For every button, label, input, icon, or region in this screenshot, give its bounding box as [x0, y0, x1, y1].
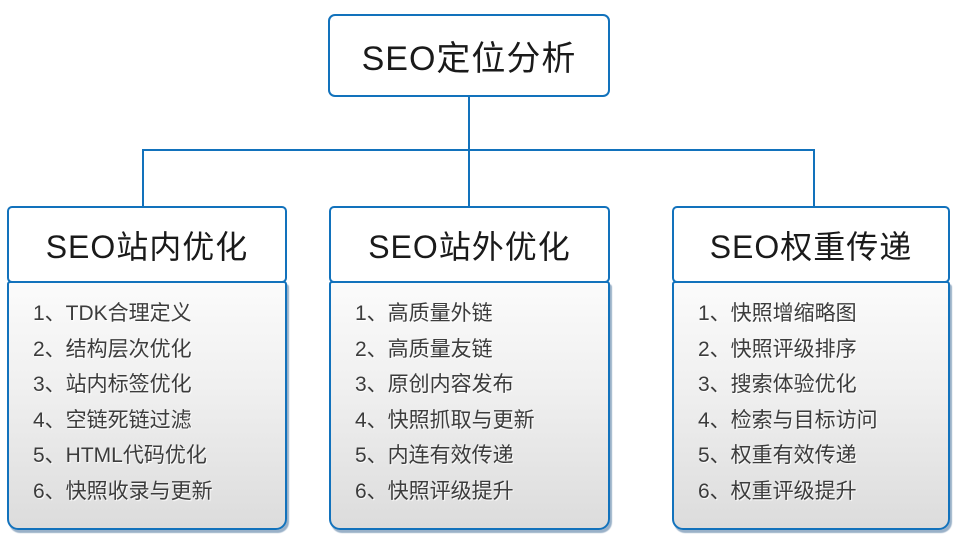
list-item: 5、内连有效传递	[355, 444, 514, 467]
list-item: 3、原创内容发布	[355, 373, 514, 396]
connector-horizontal	[142, 149, 815, 151]
branch-onsite-optimization: SEO站内优化 1、TDK合理定义 2、结构层次优化 3、站内标签优化 4、空链…	[7, 206, 287, 530]
branch-title: SEO站内优化	[45, 228, 249, 265]
branch-header-offsite: SEO站外优化	[329, 206, 610, 283]
branch-list-onsite: 1、TDK合理定义 2、结构层次优化 3、站内标签优化 4、空链死链过滤 5、H…	[7, 281, 287, 530]
connector-drop-center	[468, 149, 470, 207]
list-item: 4、空链死链过滤	[33, 408, 192, 432]
list-item: 6、权重评级提升	[698, 479, 857, 503]
list-item: 1、快照增缩略图	[698, 302, 857, 325]
list-item: 3、站内标签优化	[33, 373, 192, 396]
branch-weight-transfer: SEO权重传递 1、快照增缩略图 2、快照评级排序 3、搜索体验优化 4、检索与…	[672, 206, 950, 530]
connector-root-vertical	[468, 97, 470, 150]
list-item: 3、搜索体验优化	[698, 373, 857, 396]
list-item: 5、权重有效传递	[698, 444, 857, 467]
list-item: 2、高质量友链	[355, 337, 493, 361]
connector-drop-left	[142, 149, 144, 207]
list-item: 2、快照评级排序	[698, 337, 857, 361]
branch-title: SEO权重传递	[709, 228, 913, 265]
branch-list-weight: 1、快照增缩略图 2、快照评级排序 3、搜索体验优化 4、检索与目标访问 5、权…	[672, 281, 950, 530]
branch-header-onsite: SEO站内优化	[7, 206, 287, 283]
list-item: 4、检索与目标访问	[698, 408, 878, 432]
list-item: 6、快照收录与更新	[33, 479, 213, 503]
branch-list-offsite: 1、高质量外链 2、高质量友链 3、原创内容发布 4、快照抓取与更新 5、内连有…	[329, 281, 610, 530]
list-item: 5、HTML代码优化	[33, 444, 207, 467]
root-node-seo-positioning: SEO定位分析	[328, 14, 610, 97]
connector-drop-right	[813, 149, 815, 207]
branch-header-weight: SEO权重传递	[672, 206, 950, 283]
list-item: 1、高质量外链	[355, 302, 493, 325]
list-item: 6、快照评级提升	[355, 479, 514, 503]
list-item: 1、TDK合理定义	[33, 302, 192, 325]
root-node-title: SEO定位分析	[361, 40, 577, 78]
branch-offsite-optimization: SEO站外优化 1、高质量外链 2、高质量友链 3、原创内容发布 4、快照抓取与…	[329, 206, 610, 530]
list-item: 4、快照抓取与更新	[355, 408, 535, 432]
list-item: 2、结构层次优化	[33, 337, 192, 361]
branch-title: SEO站外优化	[368, 228, 571, 265]
